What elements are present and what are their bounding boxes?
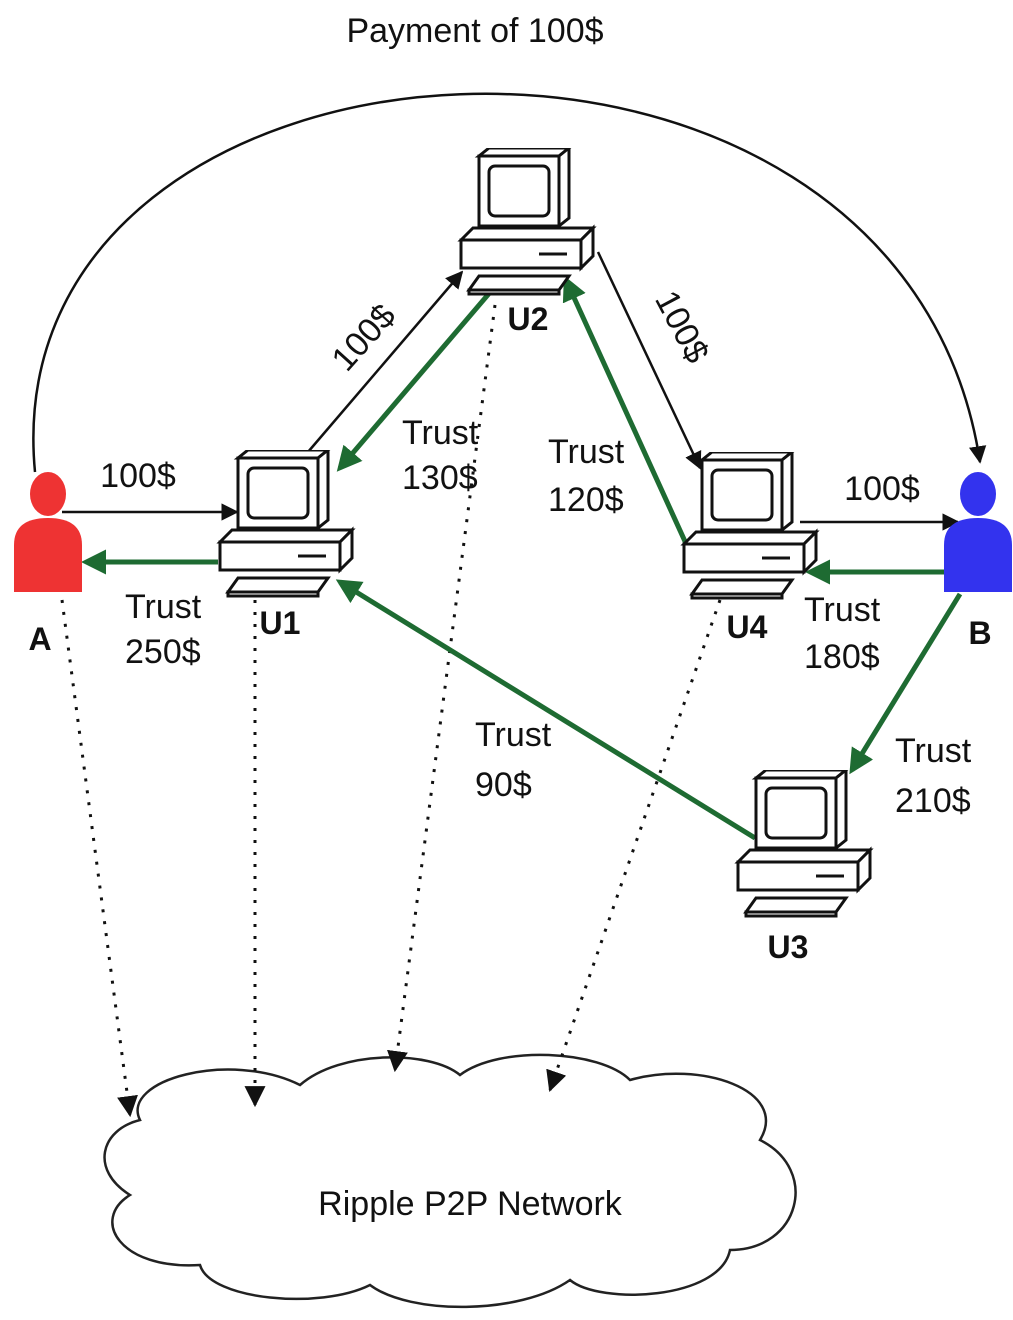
link-u4-network (546, 599, 722, 1092)
trust-word-u3-u1: Trust (475, 716, 552, 754)
trust-word-u4-u2: Trust (548, 433, 625, 471)
computer-u4-icon (682, 452, 818, 600)
trust-word-u1-a: Trust (125, 588, 202, 626)
network-connections (60, 304, 722, 1118)
trust-label-b-u3: Trust 210$ (895, 732, 981, 820)
node-b-label: B (968, 615, 991, 651)
trust-word-b-u4: Trust (804, 591, 881, 629)
trust-amount-u1-a: 250$ (125, 633, 201, 671)
trust-amount-u4-u2: 120$ (548, 481, 624, 519)
trust-label-u3-u1: Trust 90$ (475, 716, 561, 804)
trust-b-u3 (849, 592, 963, 775)
trust-amount-b-u4: 180$ (804, 638, 880, 676)
user-b-icon (944, 472, 1012, 592)
ripple-network-label: Ripple P2P Network (318, 1185, 623, 1223)
trust-amount-b-u3: 210$ (895, 782, 971, 820)
link-u2-network (387, 304, 497, 1073)
payment-u2-u4 (596, 251, 702, 470)
trust-u3-u1 (335, 579, 757, 841)
payment-u1-u2 (307, 270, 464, 453)
trust-label-u1-a: Trust 250$ (125, 588, 211, 671)
node-u4-label: U4 (727, 609, 768, 645)
trust-label-b-u4: Trust 180$ (804, 591, 890, 676)
computer-u1-icon (218, 450, 354, 598)
payment-label-a-u1: 100$ (100, 457, 176, 495)
trust-word-u2-u1: Trust (402, 414, 479, 452)
payment-label-u4-b: 100$ (844, 470, 920, 508)
trust-amount-u2-u1: 130$ (402, 459, 478, 497)
trust-label-u2-u1: Trust 130$ (402, 414, 488, 497)
node-u1-label: U1 (260, 605, 301, 641)
ripple-network-cloud: Ripple P2P Network (103, 1053, 797, 1309)
computer-u3-icon (736, 770, 872, 918)
trust-arrows (81, 275, 963, 841)
trust-word-b-u3: Trust (895, 732, 972, 770)
trust-label-u4-u2: Trust 120$ (548, 433, 634, 519)
computer-u2-icon (459, 148, 595, 296)
node-u3-label: U3 (768, 929, 809, 965)
payment-arrows (62, 251, 960, 531)
link-a-network (60, 599, 138, 1118)
payment-arc (32, 92, 987, 473)
node-a-label: A (28, 621, 51, 657)
node-u2-label: U2 (508, 301, 549, 337)
user-a-icon (14, 472, 82, 592)
payment-title: Payment of 100$ (346, 12, 603, 50)
trust-u2-u1 (336, 288, 494, 472)
payment-label-u2-u4: 100$ (647, 285, 716, 370)
trust-amount-u3-u1: 90$ (475, 766, 532, 804)
payment-label-u1-u2: 100$ (324, 297, 403, 379)
trust-u4-u2 (562, 275, 691, 550)
